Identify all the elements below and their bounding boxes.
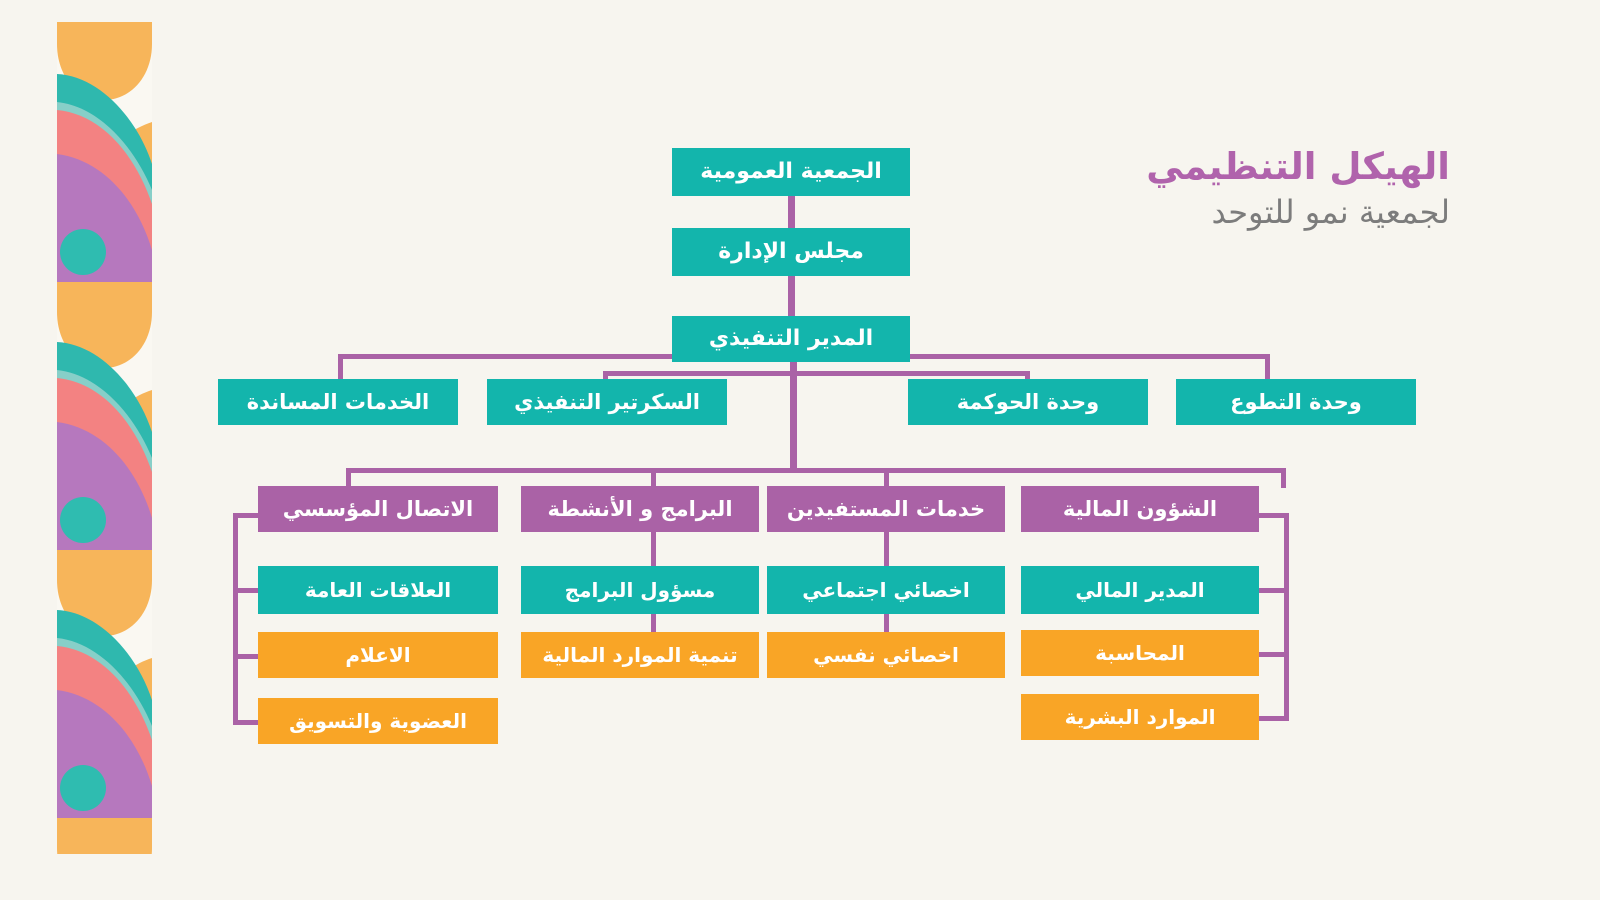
node-support-services[interactable]: الخدمات المساندة: [218, 379, 458, 425]
node-financial-resources-development[interactable]: تنمية الموارد المالية: [521, 632, 759, 678]
connector-officer-to-resources: [651, 614, 656, 632]
node-human-resources[interactable]: الموارد البشرية: [1021, 694, 1259, 740]
node-public-relations[interactable]: العلاقات العامة: [258, 566, 498, 614]
node-programs-officer[interactable]: مسؤول البرامج: [521, 566, 759, 614]
node-executive-secretary[interactable]: السكرتير التنفيذي: [487, 379, 727, 425]
node-media[interactable]: الاعلام: [258, 632, 498, 678]
node-accounting[interactable]: المحاسبة: [1021, 630, 1259, 676]
connector-drop-financial-affairs: [1281, 468, 1286, 488]
connector-programs-to-officer: [651, 530, 656, 566]
decorative-sidebar: [57, 22, 152, 854]
connector-director-bus-inner: [603, 371, 1030, 376]
decorative-tile: [57, 550, 152, 818]
node-general-assembly[interactable]: الجمعية العمومية: [672, 148, 910, 196]
connector-finance-bracket-hr: [1256, 716, 1289, 721]
node-governance-unit[interactable]: وحدة الحوكمة: [908, 379, 1148, 425]
connector-board-director: [788, 276, 795, 316]
connector-drop-support-services: [338, 354, 343, 382]
node-psych-specialist[interactable]: اخصائي نفسي: [767, 632, 1005, 678]
connector-drop-executive-secretary: [603, 371, 608, 382]
connector-finance-bracket-accounting: [1256, 652, 1289, 657]
connector-comm-bracket-top: [233, 513, 261, 518]
node-beneficiary-services[interactable]: خدمات المستفيدين: [767, 486, 1005, 532]
connector-assembly-board: [788, 196, 795, 228]
page-subtitle: لجمعية نمو للتوحد: [1211, 192, 1450, 231]
node-programs-activities[interactable]: البرامج و الأنشطة: [521, 486, 759, 532]
connector-finance-bracket-top: [1256, 513, 1289, 518]
connector-comm-bracket-membership: [233, 720, 261, 725]
node-membership-marketing[interactable]: العضوية والتسويق: [258, 698, 498, 744]
title-block: الهيكل التنظيمي لجمعية نمو للتوحد: [930, 145, 1450, 231]
node-volunteer-unit[interactable]: وحدة التطوع: [1176, 379, 1416, 425]
decorative-tile: [57, 22, 152, 282]
node-corporate-communication[interactable]: الاتصال المؤسسي: [258, 486, 498, 532]
decorative-tile: [57, 282, 152, 550]
node-financial-manager[interactable]: المدير المالي: [1021, 566, 1259, 614]
connector-beneficiary-to-social: [884, 530, 889, 566]
connector-drop-governance-unit: [1025, 371, 1030, 382]
page-title: الهيكل التنظيمي: [1146, 145, 1450, 188]
connector-finance-bracket-manager: [1256, 588, 1289, 593]
node-executive-director[interactable]: المدير التنفيذي: [672, 316, 910, 362]
connector-director-spine: [790, 360, 797, 468]
connector-drop-beneficiary-services: [884, 468, 889, 488]
connector-drop-programs-activities: [651, 468, 656, 488]
connector-comm-bracket-pr: [233, 588, 261, 593]
node-social-specialist[interactable]: اخصائي اجتماعي: [767, 566, 1005, 614]
connector-drop-corporate-communication: [346, 468, 351, 488]
connector-social-to-psych: [884, 614, 889, 632]
decorative-tile: [57, 818, 152, 854]
connector-comm-bracket-media: [233, 654, 261, 659]
connector-drop-volunteer-unit: [1265, 354, 1270, 382]
node-financial-affairs[interactable]: الشؤون المالية: [1021, 486, 1259, 532]
connector-finance-bracket-spine: [1284, 513, 1289, 721]
connector-comm-bracket-spine: [233, 513, 238, 725]
connector-departments-bus: [346, 468, 1286, 473]
node-board-of-directors[interactable]: مجلس الإدارة: [672, 228, 910, 276]
